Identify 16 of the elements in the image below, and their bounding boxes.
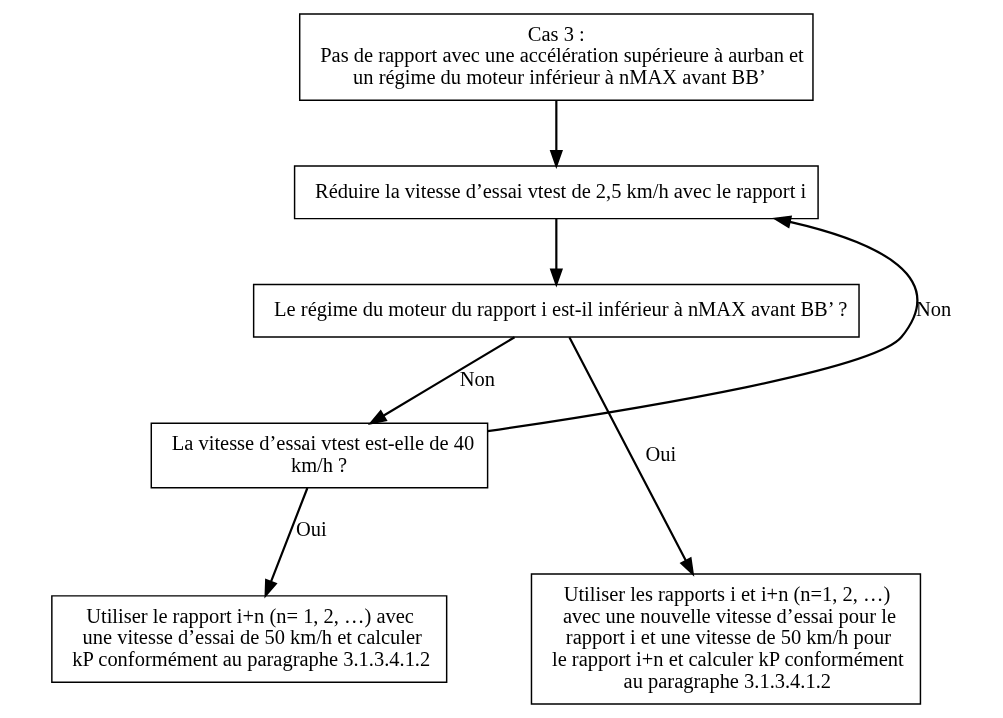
arrow xyxy=(549,100,563,170)
edge-label: Non xyxy=(916,298,952,321)
arrow xyxy=(264,487,309,599)
node-box: Le régime du moteur du rapport i est-il inférieur à nMAX avant BB’ ? xyxy=(252,283,860,338)
node-box: Utiliser les rapports i et i+n (n=1, 2, …) avec une nouvelle vitesse d’essai pour le rapport i et une vitesse de 50 km/h pour le rapport i+n et calculer kP conformément au paragraphe 3.1.3.4.1.2 xyxy=(530,573,922,705)
edge-label: Non xyxy=(459,367,496,390)
arrow xyxy=(549,218,563,288)
arrow xyxy=(367,336,516,426)
arrow xyxy=(568,336,695,577)
arrow xyxy=(487,215,919,433)
node-box: Utiliser le rapport i+n (n= 1, 2, …) avec une vitesse d’essai de 50 km/h et calculer kP conformément au paragraphe 3.1.3.4.1.2 xyxy=(51,595,448,683)
node-box: Réduire la vitesse d’essai vtest de 2,5 km/h avec le rapport i xyxy=(293,165,819,220)
node-box: Cas 3 : Pas de rapport avec une accélération supérieure à aurban et un régime du moteur inférieur à nMAX avant BB’ xyxy=(298,13,814,101)
node-box: La vitesse d’essai vtest est-elle de 40 km/h ? xyxy=(150,422,489,489)
edge-label: Oui xyxy=(645,442,677,465)
edge-label: Oui xyxy=(296,518,327,541)
